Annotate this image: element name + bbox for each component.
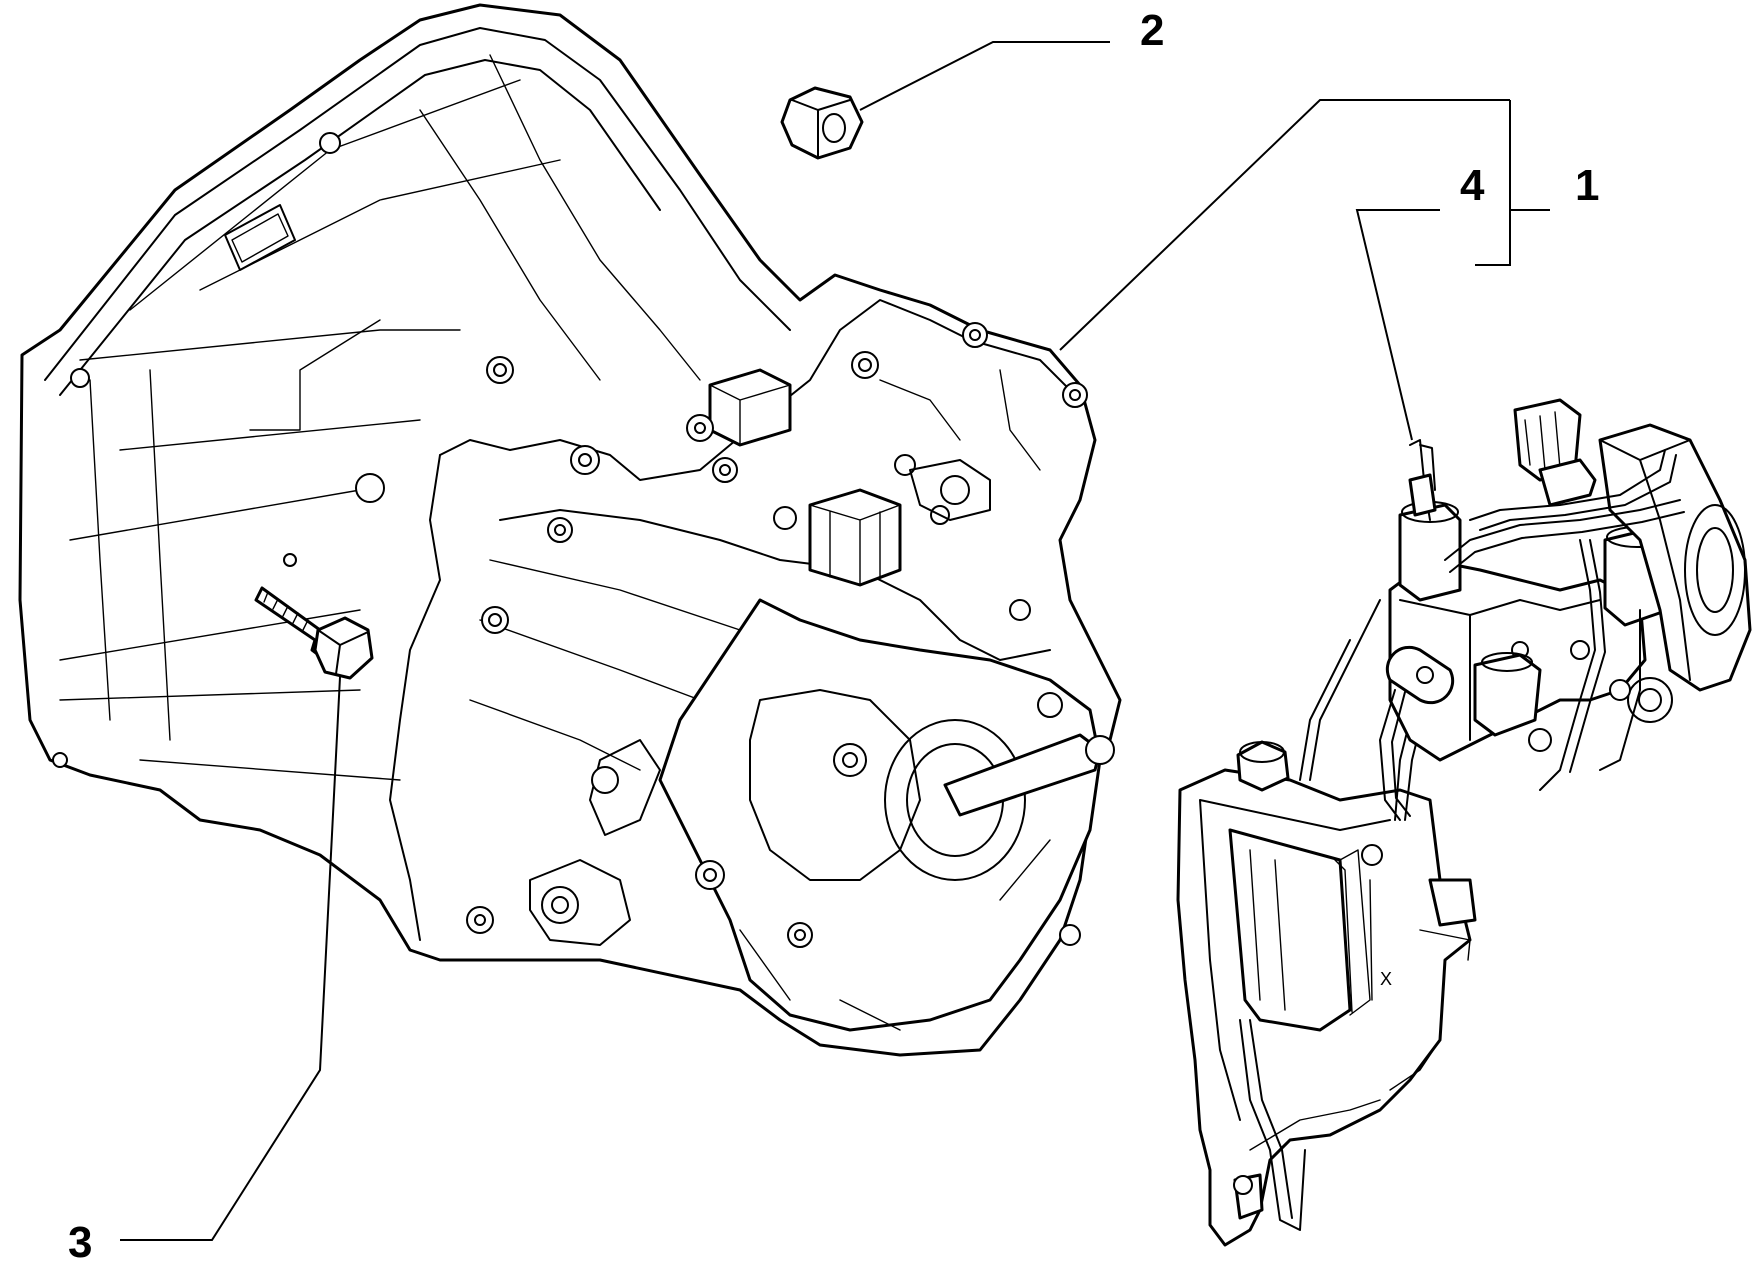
hex-bolt	[254, 586, 374, 680]
leader-1	[1059, 99, 1550, 351]
leader-lines	[120, 41, 1550, 1241]
gearbox-housing	[18, 3, 1122, 1057]
callout-1: 1	[1575, 161, 1599, 210]
leader-2	[859, 41, 1110, 111]
part-marking: X	[1380, 969, 1392, 989]
leader-3	[120, 676, 341, 1241]
callout-3: 3	[68, 1218, 92, 1262]
hex-nut	[780, 86, 864, 160]
gearshift-actuator-unit	[1176, 398, 1752, 1247]
leader-4	[1355, 209, 1440, 441]
callout-4: 4	[1460, 161, 1485, 210]
callout-2: 2	[1140, 6, 1164, 55]
